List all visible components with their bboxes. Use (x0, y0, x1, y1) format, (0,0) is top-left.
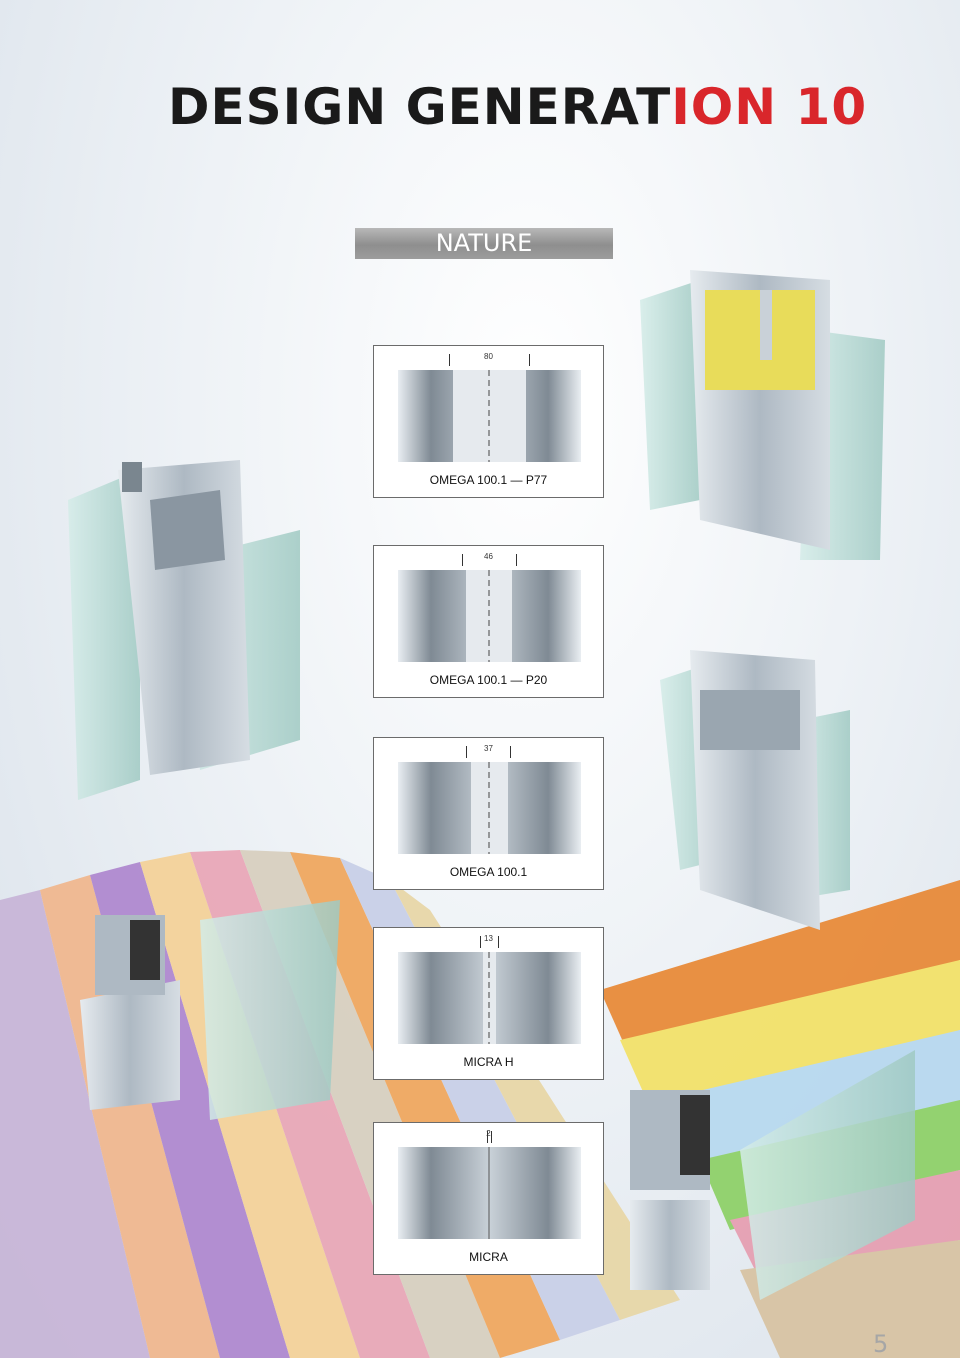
profile-render-bottom-right (630, 1050, 915, 1300)
dimension-value: 80 (484, 352, 493, 361)
dimension-marker: 80 (374, 352, 603, 366)
dimension-value: 46 (484, 552, 493, 561)
title-main: DESIGN GENERAT (168, 78, 672, 136)
profile-name: MICRA (469, 1250, 508, 1264)
profile-render-left (68, 460, 300, 800)
dimension-value: 13 (484, 934, 493, 943)
section-drawing (398, 762, 581, 854)
profile-card-omega: 37 OMEGA 100.1 (373, 737, 604, 890)
profile-card-micra-h: 13 MICRA H (373, 927, 604, 1080)
dimension-marker: 37 (374, 744, 603, 758)
section-drawing (398, 570, 581, 662)
profile-render-mid-right (660, 650, 850, 930)
profile-card-micra: 2 MICRA (373, 1122, 604, 1275)
profile-name: MICRA H (463, 1055, 514, 1069)
profile-card-omega-p20: 46 OMEGA 100.1 — P20 (373, 545, 604, 698)
profile-name: OMEGA 100.1 — P77 (429, 473, 548, 487)
page-number: 5 (873, 1330, 889, 1358)
profile-render-bottom-left (80, 900, 340, 1120)
section-drawing (398, 952, 581, 1044)
profile-render-top-right (640, 270, 885, 560)
profile-name: OMEGA 100.1 (449, 865, 528, 879)
dimension-value: 2 (486, 1129, 491, 1138)
dimension-marker: 13 (374, 934, 603, 948)
profile-card-omega-p77: 80 OMEGA 100.1 — P77 (373, 345, 604, 498)
dimension-marker: 46 (374, 552, 603, 566)
title-accent: ION 10 (671, 78, 868, 136)
dimension-marker: 2 (374, 1129, 603, 1143)
category-bar: NATURE (355, 228, 613, 259)
section-drawing (398, 1147, 581, 1239)
dimension-value: 37 (484, 744, 493, 753)
section-drawing (398, 370, 581, 462)
profile-name: OMEGA 100.1 — P20 (429, 673, 548, 687)
page-title: DESIGN GENERATION 10 (168, 78, 867, 136)
